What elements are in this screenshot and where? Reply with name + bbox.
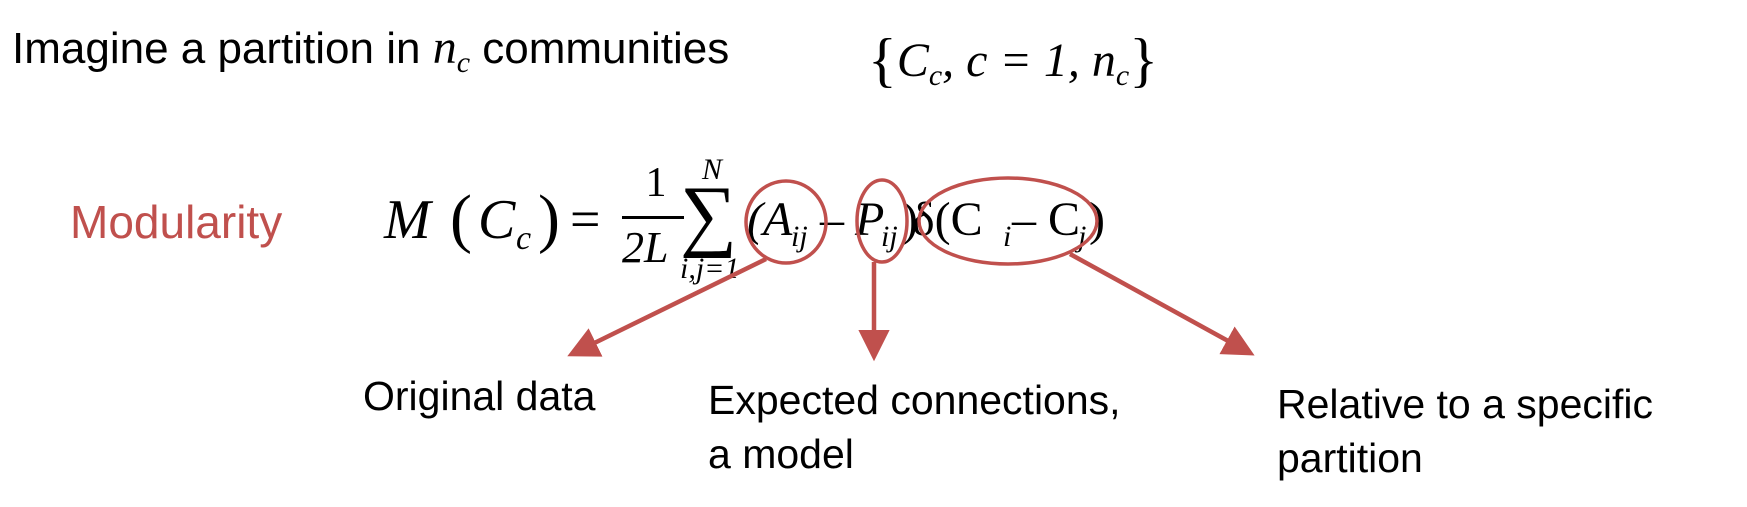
term-P-subscript: ij (881, 220, 898, 253)
arrow-original-data (567, 256, 767, 357)
headline-suffix: communities (470, 24, 730, 73)
ellipse-Aij (744, 179, 828, 265)
arrow-partition (1068, 252, 1255, 356)
equals-sign: = (570, 189, 601, 249)
sum-upper-limit: N (702, 153, 723, 186)
n-variable: nc (432, 21, 470, 79)
annotation-expected-connections-line2: a model (708, 431, 854, 477)
summation-symbol: ∑ (680, 171, 738, 259)
community-set-notation: {Cc, c = 1, nc} (868, 26, 1158, 95)
lhs-C-subscript: c (516, 220, 532, 257)
lhs-C: C (478, 189, 516, 251)
open-brace: { (868, 27, 897, 93)
n-subscript: c (456, 46, 471, 79)
set-c-subscript: c (928, 59, 943, 92)
n-symbol: n (432, 21, 457, 74)
close-brace: } (1129, 27, 1158, 93)
fraction-denominator: 2L (622, 223, 669, 272)
ellipse-delta (917, 176, 1099, 266)
annotation-expected-connections: Expected connections, a model (708, 373, 1121, 481)
set-middle: , c = 1, (942, 34, 1092, 87)
set-n-symbol: n (1091, 34, 1116, 87)
term-A: (A (747, 193, 793, 246)
fraction-numerator: 1 (645, 160, 667, 206)
annotation-expected-connections-line1: Expected connections, (708, 377, 1121, 423)
lhs-paren-open: ( (450, 182, 472, 255)
delta-minus: – C (1012, 193, 1081, 246)
annotation-partition: Relative to a specific partition (1277, 377, 1653, 485)
delta-Ci-subscript: i (1003, 220, 1012, 253)
set-c-symbol: C (896, 34, 929, 87)
ellipse-Pij (855, 178, 909, 264)
headline-prefix: Imagine a partition in (12, 24, 433, 73)
modularity-label: Modularity (70, 196, 283, 248)
annotation-original-data-line1: Original data (363, 373, 596, 419)
annotation-original-data: Original data (363, 369, 595, 423)
lhs-paren-close: ) (538, 182, 560, 255)
set-n-subscript: c (1115, 59, 1130, 92)
annotation-partition-line1: Relative to a specific (1277, 381, 1654, 427)
lhs-M: M (384, 189, 431, 251)
term-A-subscript: ij (791, 220, 808, 253)
headline: Imagine a partition in nc communities (12, 20, 729, 81)
delta-Cj-subscript: j (1078, 220, 1087, 253)
fraction-bar (622, 216, 684, 219)
annotation-partition-line2: partition (1277, 435, 1423, 481)
